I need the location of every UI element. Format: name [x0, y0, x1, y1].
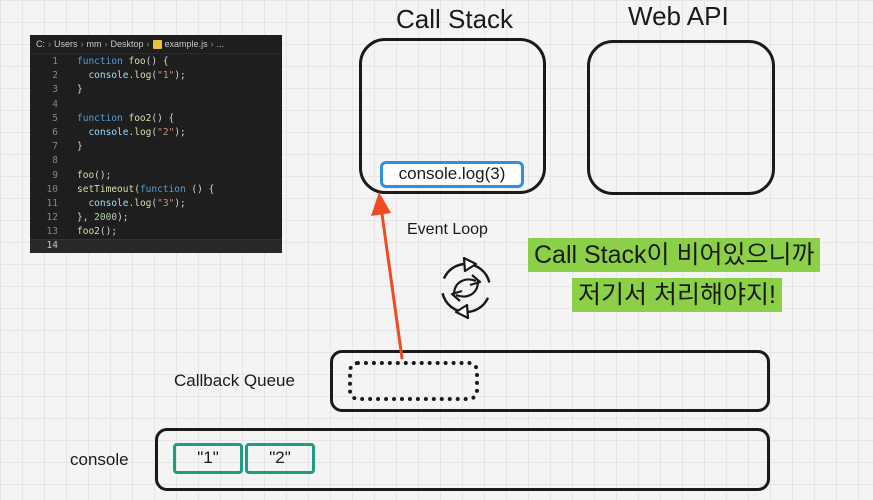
- code-token: },: [77, 212, 95, 224]
- line-number: 6: [52, 126, 58, 138]
- code-token: 2000: [94, 212, 118, 224]
- code-token: "3": [157, 197, 175, 209]
- code-line[interactable]: 7}: [30, 140, 282, 154]
- code-token: function: [139, 183, 186, 195]
- code-token: () {: [151, 112, 175, 124]
- code-token: [77, 198, 88, 209]
- breadcrumb-separator: ›: [210, 39, 214, 49]
- code-line[interactable]: 13 foo2();: [30, 225, 282, 239]
- breadcrumb-item[interactable]: ...: [216, 39, 225, 49]
- code-token: (: [151, 126, 158, 138]
- line-number: 7: [52, 141, 58, 153]
- call-stack-item: console.log(3): [380, 161, 524, 188]
- js-file-icon: [152, 40, 162, 50]
- code-line[interactable]: 4: [30, 98, 282, 112]
- web-api-title: Web API: [628, 1, 729, 31]
- code-line[interactable]: 11 console.log("3");: [30, 197, 282, 211]
- code-line[interactable]: 12}, 2000);: [30, 211, 282, 225]
- code-line[interactable]: 2 console.log("1");: [30, 69, 282, 83]
- callback-queue-box: [330, 350, 770, 412]
- code-token: foo: [77, 169, 95, 181]
- code-token: );: [117, 212, 129, 224]
- code-token: console: [88, 197, 129, 209]
- breadcrumb-separator: ›: [104, 39, 108, 49]
- line-number: 1: [52, 56, 58, 67]
- code-token: (: [134, 183, 140, 195]
- line-number: 9: [52, 169, 58, 181]
- breadcrumb-item[interactable]: C:: [36, 39, 45, 49]
- code-token: log: [134, 70, 152, 82]
- code-token: "2": [157, 126, 175, 138]
- console-label: console: [70, 450, 129, 469]
- code-token: }: [77, 141, 83, 153]
- code-token: .: [128, 70, 135, 82]
- web-api-box: [587, 40, 775, 195]
- code-token: log: [134, 197, 152, 209]
- breadcrumb-separator: ›: [48, 39, 51, 49]
- code-token: console: [88, 70, 129, 82]
- code-line[interactable]: 10 setTimeout(function () {: [30, 183, 282, 197]
- code-line[interactable]: 5 function foo2() {: [30, 112, 282, 126]
- code-token: console: [88, 126, 129, 138]
- breadcrumb-item[interactable]: example.js: [164, 39, 208, 49]
- line-number: 2: [52, 70, 58, 82]
- code-token: [77, 127, 88, 138]
- code-token: setTimeout: [77, 183, 135, 195]
- code-token: "1": [157, 70, 175, 82]
- code-token: foo2: [77, 226, 100, 238]
- cycle-icon: [440, 256, 492, 320]
- code-token: ();: [94, 169, 112, 181]
- code-line[interactable]: 8: [30, 154, 282, 168]
- call-stack-title: Call Stack: [396, 4, 514, 34]
- breadcrumb-item[interactable]: Desktop: [110, 39, 144, 49]
- console-item-1: "1": [173, 443, 243, 474]
- code-line[interactable]: 14: [30, 239, 282, 253]
- code-token: (: [151, 197, 158, 209]
- code-token: .: [128, 126, 135, 138]
- breadcrumb-item[interactable]: Users: [54, 39, 78, 49]
- code-token: [77, 70, 88, 81]
- note-line-1: Call Stack이 비어있으니까: [528, 238, 821, 272]
- breadcrumb-separator: ›: [146, 39, 150, 49]
- line-number: 13: [46, 226, 58, 238]
- note-line-2: 저기서 처리해야지!: [572, 278, 782, 312]
- code-token: );: [174, 126, 186, 138]
- line-number: 5: [52, 112, 58, 124]
- line-number: 11: [46, 197, 58, 209]
- code-token: function: [77, 56, 129, 67]
- line-number: 12: [46, 212, 58, 224]
- code-token: () {: [145, 56, 169, 67]
- code-token: () {: [185, 183, 215, 195]
- code-token: log: [134, 126, 152, 138]
- code-line[interactable]: 1 function foo() {: [30, 55, 282, 69]
- line-number: 3: [52, 84, 58, 96]
- breadcrumb-item[interactable]: mm: [86, 39, 102, 49]
- line-number: 4: [52, 98, 58, 110]
- code-token: foo: [128, 56, 146, 67]
- code-token: .: [128, 197, 135, 209]
- code-token: );: [174, 70, 186, 82]
- console-box: [155, 428, 770, 491]
- callback-queue-label: Callback Queue: [174, 371, 295, 390]
- code-token: function: [77, 112, 129, 124]
- code-token: }: [77, 84, 83, 96]
- code-token: (: [151, 70, 158, 82]
- code-line[interactable]: 9 foo();: [30, 169, 282, 183]
- event-loop-label: Event Loop: [407, 221, 488, 238]
- line-number: 8: [52, 155, 58, 167]
- line-number: 10: [46, 183, 58, 195]
- code-token: );: [174, 197, 186, 209]
- code-token: foo2: [128, 112, 152, 124]
- breadcrumb-separator: ›: [80, 39, 84, 49]
- code-line[interactable]: 6 console.log("2");: [30, 126, 282, 140]
- code-line[interactable]: 3}: [30, 83, 282, 97]
- line-number: 14: [46, 240, 58, 252]
- breadcrumb: C:›Users›mm›Desktop›example.js›...: [30, 35, 282, 54]
- callback-queue-slot: [348, 361, 479, 401]
- code-token: ();: [99, 226, 118, 238]
- console-item-2: "2": [245, 443, 315, 474]
- call-stack-box: [359, 38, 546, 194]
